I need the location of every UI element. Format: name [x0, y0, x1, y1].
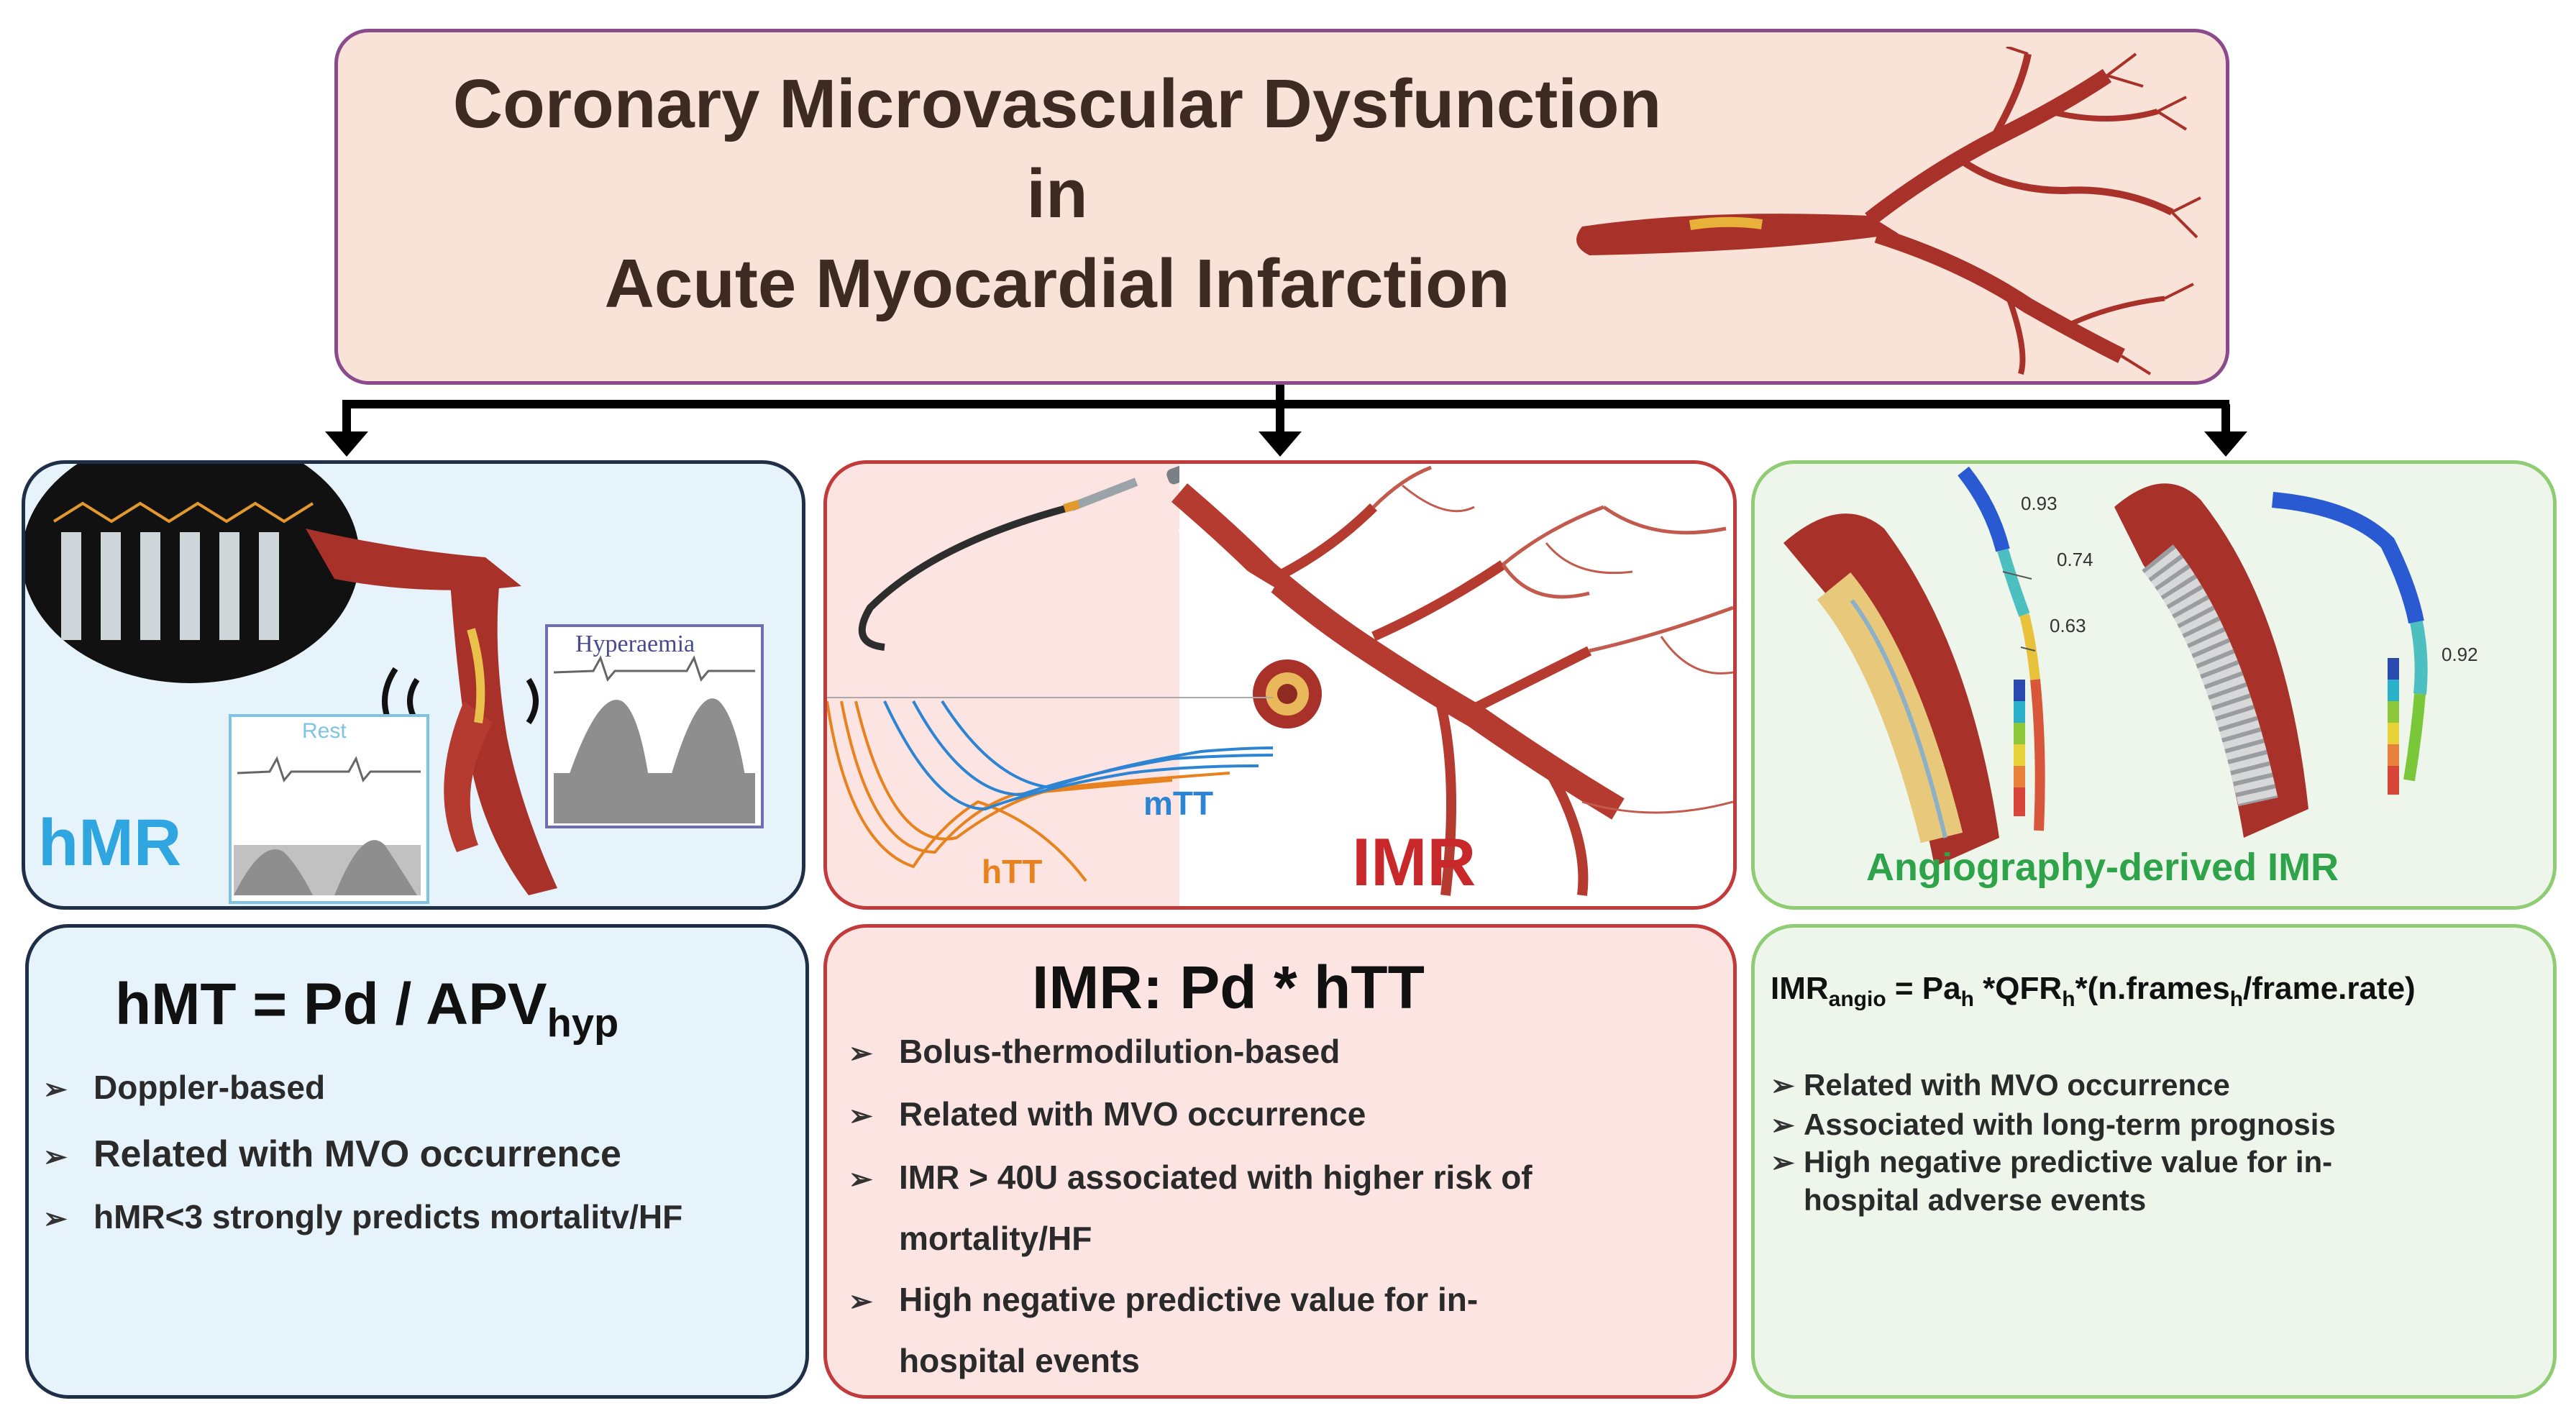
bullet-arrow-icon: ➢ [849, 1038, 873, 1069]
list-item: ➢Bolus-thermodilution-based [849, 1033, 1340, 1070]
angio-text-panel: IMRangio = Pah *QFRh*(n.framesh/frame.ra… [1751, 924, 2557, 1399]
list-item: hospital adverse events [1804, 1183, 2147, 1217]
list-item: ➢Associated with long-term prognosis [1771, 1107, 2336, 1141]
bullet-arrow-icon: ➢ [1771, 1070, 1795, 1102]
angio-illustration-panel: 0.93 0.74 0.63 0.92 Angiography-derived … [1751, 460, 2557, 910]
title-line-1: Coronary Microvascular Dysfunction [452, 65, 1662, 142]
list-item: ➢Doppler-based [43, 1069, 326, 1106]
angio-formula: IMRangio = Pah *QFRh*(n.framesh/frame.ra… [1771, 971, 2416, 1011]
hmr-illustration [25, 464, 764, 904]
imr-label: IMR [1352, 824, 1476, 900]
list-item: hospital events [899, 1342, 1140, 1379]
bullet-arrow-icon: ➢ [849, 1164, 873, 1195]
bullet-arrow-icon: ➢ [849, 1100, 873, 1132]
title-line-2: in [1026, 155, 1088, 232]
list-item: ➢Related with MVO occurrence [43, 1133, 621, 1175]
bullet-arrow-icon: ➢ [43, 1074, 68, 1105]
qfr-value-2: 0.74 [2057, 549, 2093, 570]
angio-illustration [1783, 466, 2428, 867]
hmr-illustration-panel: hMR Rest Hyperaemia [22, 460, 805, 910]
imr-text-panel: IMR: Pd * hTT ➢Bolus-thermodilution-base… [823, 924, 1737, 1399]
htt-label: hTT [982, 853, 1043, 890]
coronary-tree-illustration [1576, 47, 2201, 375]
list-item: ➢Related with MVO occurrence [1771, 1068, 2230, 1102]
qfr-value-3: 0.63 [2050, 615, 2086, 636]
mtt-label: mTT [1143, 785, 1214, 822]
hmr-formula: hMT = Pd / APVhyp [115, 972, 619, 1046]
list-item: ➢IMR > 40U associated with higher risk o… [849, 1159, 1533, 1196]
bullet-arrow-icon: ➢ [849, 1286, 873, 1317]
imr-formula: IMR: Pd * hTT [1032, 954, 1425, 1021]
angio-label: Angiography-derived IMR [1866, 846, 2339, 889]
imr-illustration-panel: hTT mTT IMR [823, 460, 1737, 910]
title-line-3: Acute Myocardial Infarction [604, 245, 1510, 322]
hmr-text-panel: hMT = Pd / APVhyp ➢Doppler-based ➢Relate… [25, 924, 809, 1399]
imr-illustration [827, 464, 1733, 906]
list-item: ➢High negative predictive value for in- [849, 1281, 1479, 1318]
bullet-arrow-icon: ➢ [1771, 1147, 1795, 1179]
list-item: ➢High negative predictive value for in- [1771, 1145, 2333, 1179]
qfr-value-1: 0.93 [2021, 493, 2057, 514]
bullet-arrow-icon: ➢ [43, 1141, 68, 1173]
qfr-value-4: 0.92 [2442, 644, 2478, 665]
rest-label: Rest [302, 719, 347, 743]
list-item: ➢hMR<3 strongly predicts mortalitv/HF [43, 1198, 683, 1235]
bullet-arrow-icon: ➢ [43, 1203, 68, 1235]
title-panel: Coronary Microvascular Dysfunction in Ac… [334, 29, 2229, 385]
bullet-arrow-icon: ➢ [1771, 1110, 1795, 1141]
list-item: mortality/HF [899, 1220, 1092, 1257]
list-item: ➢Related with MVO occurrence [849, 1095, 1366, 1133]
hmr-label: hMR [38, 806, 182, 879]
hyperaemia-label: Hyperaemia [575, 631, 695, 657]
